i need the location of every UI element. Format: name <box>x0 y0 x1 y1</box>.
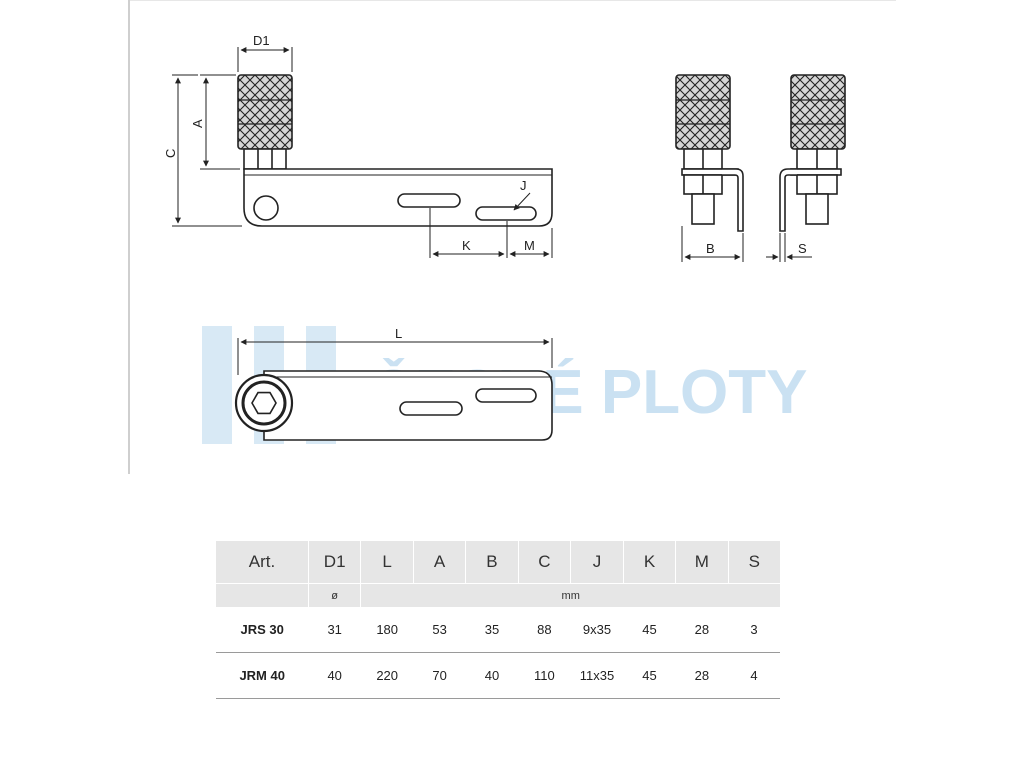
table-cell: 3 <box>728 607 780 653</box>
table-cell: 40 <box>465 652 519 699</box>
spec-table: Art. D1 L A B C J K M S ø mm JRS 30 31 1… <box>216 541 780 699</box>
table-cell: 28 <box>675 652 729 699</box>
roller-nut <box>243 148 287 170</box>
table-cell: 4 <box>728 652 780 699</box>
table-cell: 35 <box>465 607 519 653</box>
dim-label-l: L <box>395 326 402 341</box>
dim-label-c: C <box>163 149 178 158</box>
table-cell: 220 <box>360 652 414 699</box>
dim-label-j: J <box>520 178 527 193</box>
table-cell: 31 <box>308 607 361 653</box>
header-a: A <box>412 541 466 584</box>
unit-mm: mm <box>360 583 780 607</box>
dim-label-b: B <box>706 241 715 256</box>
header-j: J <box>570 541 624 584</box>
front-view-s-dimension <box>766 233 812 262</box>
table-cell: 9x35 <box>570 607 624 653</box>
table-cell: 45 <box>623 607 676 653</box>
dim-label-a: A <box>190 119 205 128</box>
table-row: JRM 40 40 220 70 40 110 11x35 45 28 4 <box>216 652 780 699</box>
table-cell: 45 <box>623 652 676 699</box>
side-view-dimensions <box>172 47 553 258</box>
table-cell: 70 <box>413 652 466 699</box>
unit-d1: ø <box>307 583 361 607</box>
top-view-dimension <box>237 338 553 375</box>
row-art: JRS 30 <box>216 607 309 653</box>
header-art: Art. <box>216 541 309 584</box>
header-k: K <box>622 541 676 584</box>
table-row: JRS 30 31 180 53 35 88 9x35 45 28 3 <box>216 607 780 653</box>
header-l: L <box>360 541 414 584</box>
table-unit-row: ø mm <box>216 583 780 607</box>
slot-2 <box>475 206 537 221</box>
table-cell: 53 <box>413 607 466 653</box>
table-cell: 40 <box>308 652 361 699</box>
row-art: JRM 40 <box>216 652 309 699</box>
dim-label-k: K <box>462 238 471 253</box>
front-view-b-dimension <box>681 226 744 262</box>
table-cell: 180 <box>360 607 414 653</box>
table-cell: 11x35 <box>570 652 624 699</box>
dim-label-m: M <box>524 238 535 253</box>
slot-1 <box>397 193 461 208</box>
header-s: S <box>727 541 780 584</box>
table-cell: 110 <box>518 652 571 699</box>
table-cell: 88 <box>518 607 571 653</box>
top-view-slot-2 <box>475 388 537 403</box>
front-view-s <box>779 74 846 232</box>
header-b: B <box>465 541 519 584</box>
header-d1: D1 <box>307 541 361 584</box>
pivot-hole <box>253 195 279 221</box>
technical-drawing: ČESKÉ PLOTY D1 A C J K <box>128 0 896 474</box>
table-cell: 28 <box>675 607 729 653</box>
top-view <box>234 370 553 441</box>
dim-label-d1: D1 <box>253 33 270 48</box>
top-view-slot-1 <box>399 401 463 416</box>
table-header-row: Art. D1 L A B C J K M S <box>216 541 780 584</box>
unit-empty <box>216 583 309 607</box>
front-view-b <box>675 74 744 232</box>
roller-knurl <box>237 74 293 150</box>
header-c: C <box>517 541 571 584</box>
dim-label-s: S <box>798 241 807 256</box>
side-view <box>237 74 553 227</box>
top-view-hex-nut <box>251 391 277 415</box>
header-m: M <box>675 541 729 584</box>
